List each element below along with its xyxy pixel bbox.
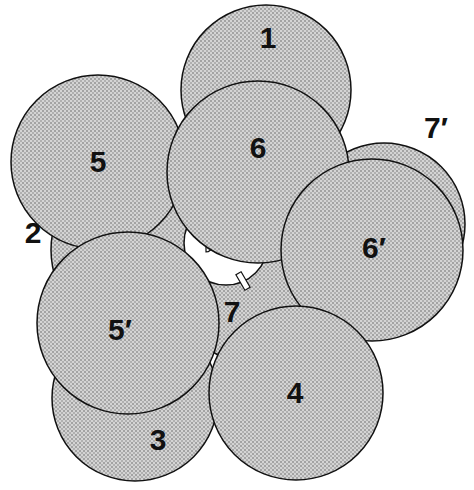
- helix-number: 5: [90, 147, 107, 177]
- helix-circle: 5′: [36, 231, 220, 415]
- helix-disc: [209, 306, 383, 480]
- helix-number: 5′: [108, 315, 132, 345]
- helix-outline: [50, 160, 230, 340]
- helix-outline: [302, 142, 466, 306]
- helix-number: 6′: [362, 233, 386, 263]
- helix-number: 1: [260, 23, 277, 53]
- helix-circle: 3: [51, 314, 219, 482]
- helix-circle: 6: [166, 80, 350, 264]
- helix-number: 3: [150, 425, 167, 455]
- helix-outline: [51, 314, 219, 482]
- helix-number: 7′: [424, 113, 448, 143]
- helix-circle: 4: [208, 305, 384, 481]
- helix-circle: 7′: [302, 142, 466, 306]
- helix-number: 6: [250, 133, 267, 163]
- helix-circle: 7: [183, 238, 307, 362]
- helix-number: 2: [25, 218, 42, 248]
- helix-circle: 2: [50, 160, 230, 340]
- helix-outline: [166, 80, 350, 264]
- helix-number: 7: [224, 297, 241, 327]
- helix-disc: [37, 232, 219, 414]
- helix-number: 4: [287, 378, 304, 408]
- helix-circle: 6′: [280, 158, 464, 342]
- helix-disc: [11, 75, 185, 249]
- helix-outline: [183, 238, 307, 362]
